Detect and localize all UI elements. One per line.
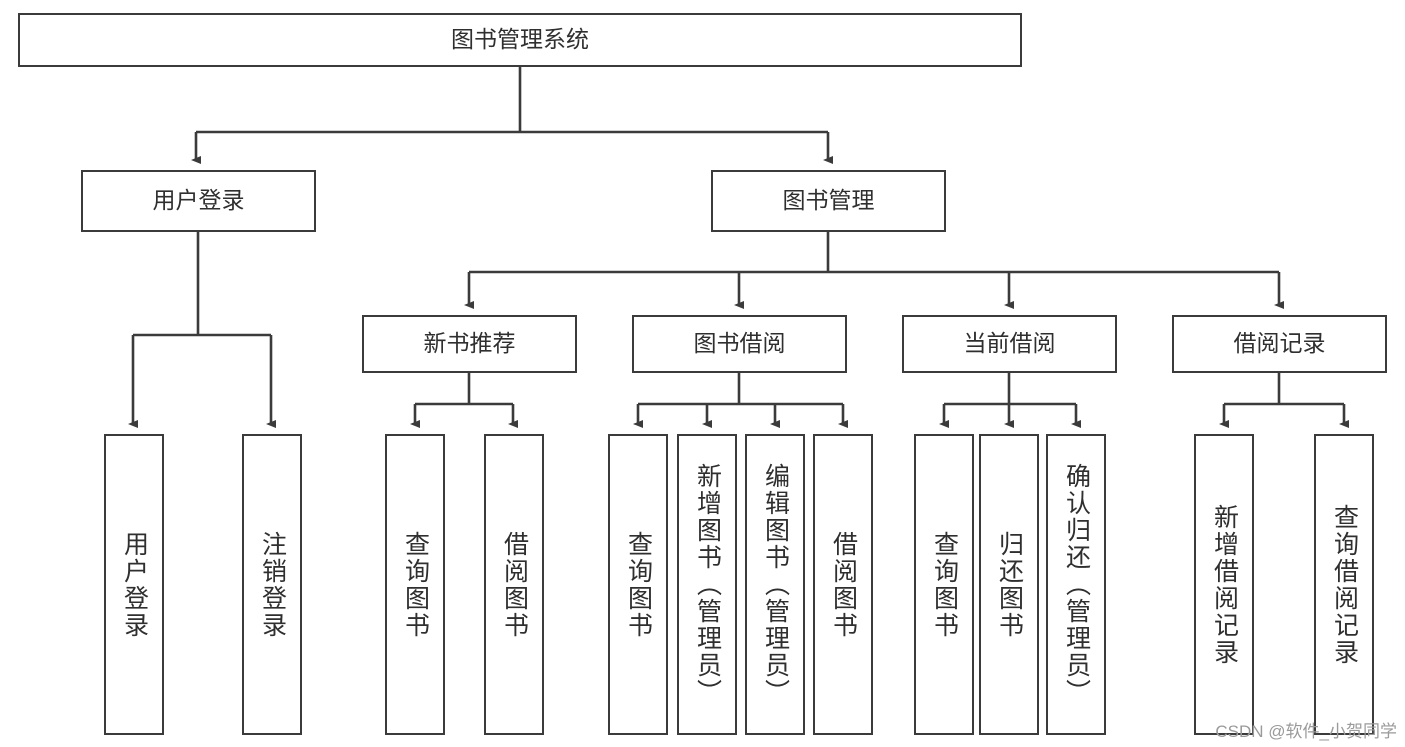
node-root[interactable]: 图书管理系统: [18, 13, 1022, 67]
node-current-borrow-label: 当前借阅: [963, 330, 1056, 357]
node-leaf-add-book-admin-label: 新增图书（管理员）: [693, 463, 722, 706]
node-leaf-confirm-return-admin[interactable]: 确认归还（管理员）: [1046, 434, 1106, 735]
node-leaf-query-borrow-record[interactable]: 查询借阅记录: [1314, 434, 1374, 735]
node-book-manage[interactable]: 图书管理: [711, 170, 946, 232]
node-borrow-record[interactable]: 借阅记录: [1172, 315, 1387, 373]
node-leaf-confirm-return-admin-label: 确认归还（管理员）: [1062, 463, 1091, 706]
node-leaf-borrow-book-recommend[interactable]: 借阅图书: [484, 434, 544, 735]
node-user-login-label: 用户登录: [152, 187, 245, 214]
node-leaf-query-book-current-label: 查询图书: [930, 530, 959, 639]
node-leaf-query-book-current[interactable]: 查询图书: [914, 434, 974, 735]
node-current-borrow[interactable]: 当前借阅: [902, 315, 1117, 373]
node-book-borrow[interactable]: 图书借阅: [632, 315, 847, 373]
node-book-manage-label: 图书管理: [782, 187, 875, 214]
node-leaf-query-book-borrow-label: 查询图书: [624, 530, 653, 639]
node-leaf-logout[interactable]: 注销登录: [242, 434, 302, 735]
node-new-book-recommend[interactable]: 新书推荐: [362, 315, 577, 373]
node-leaf-query-book-recommend-label: 查询图书: [401, 530, 430, 639]
node-leaf-query-book-recommend[interactable]: 查询图书: [385, 434, 445, 735]
node-leaf-query-borrow-record-label: 查询借阅记录: [1330, 503, 1359, 666]
node-leaf-add-borrow-record-label: 新增借阅记录: [1210, 503, 1239, 666]
node-leaf-add-book-admin[interactable]: 新增图书（管理员）: [677, 434, 737, 735]
node-user-login[interactable]: 用户登录: [81, 170, 316, 232]
node-new-book-recommend-label: 新书推荐: [423, 330, 516, 357]
node-borrow-record-label: 借阅记录: [1233, 330, 1326, 357]
node-leaf-query-book-borrow[interactable]: 查询图书: [608, 434, 668, 735]
node-book-borrow-label: 图书借阅: [693, 330, 786, 357]
node-leaf-borrow-book-recommend-label: 借阅图书: [500, 530, 529, 639]
node-leaf-edit-book-admin[interactable]: 编辑图书（管理员）: [745, 434, 805, 735]
node-leaf-user-login[interactable]: 用户登录: [104, 434, 164, 735]
node-leaf-edit-book-admin-label: 编辑图书（管理员）: [761, 463, 790, 706]
node-leaf-borrow-book-label: 借阅图书: [829, 530, 858, 639]
node-root-label: 图书管理系统: [451, 26, 589, 53]
node-leaf-user-login-label: 用户登录: [120, 530, 149, 639]
node-leaf-borrow-book[interactable]: 借阅图书: [813, 434, 873, 735]
node-leaf-return-book[interactable]: 归还图书: [979, 434, 1039, 735]
watermark: CSDN @软件_小贺同学: [1215, 722, 1397, 741]
node-leaf-logout-label: 注销登录: [258, 530, 287, 639]
node-leaf-return-book-label: 归还图书: [995, 530, 1024, 639]
node-leaf-add-borrow-record[interactable]: 新增借阅记录: [1194, 434, 1254, 735]
